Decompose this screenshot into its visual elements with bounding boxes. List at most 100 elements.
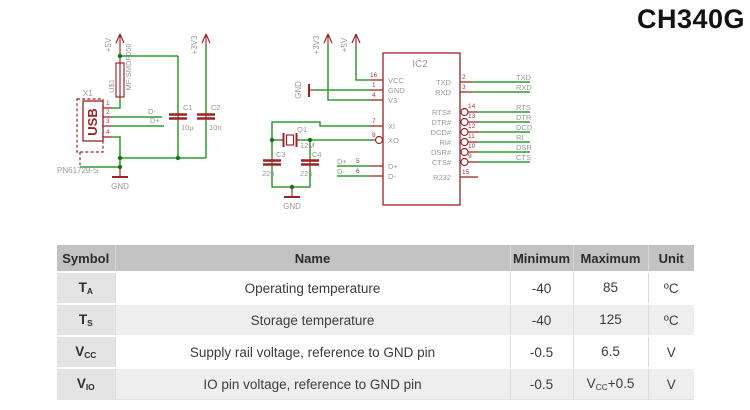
inverter-circle-xo — [374, 135, 384, 145]
name-cell: IO pin voltage, reference to GND pin — [114, 367, 510, 400]
pin8-number: 8 — [372, 132, 376, 139]
gnd-label: GND — [283, 202, 301, 211]
q1-name-label: Q1 — [297, 125, 307, 134]
pin-name-dtr: DTR# — [431, 118, 451, 127]
net-label-dminus: D- — [148, 107, 156, 116]
fuse-u1: U$1 MF-SMDF050 — [107, 43, 133, 99]
table-row: VIO IO pin voltage, reference to GND pin… — [57, 367, 694, 400]
c2-name-label: C2 — [211, 103, 221, 112]
c1-name-label: C1 — [183, 103, 193, 112]
absolute-maximum-ratings-table: Symbol Name Minimum Maximum Unit TA Oper… — [57, 245, 694, 400]
page-title: CH340G — [636, 4, 745, 34]
usb-pin3-number: 3 — [106, 118, 110, 125]
capacitor-c2: C2 10n — [197, 103, 222, 132]
max-cell: 6.5 — [572, 335, 648, 368]
pin11-number: 11 — [468, 133, 475, 140]
c4-name-label: C4 — [312, 150, 322, 159]
pin-name-dcd: DCD# — [431, 128, 452, 137]
capacitor-c4: C4 22p — [300, 150, 322, 178]
table-row: TS Storage temperature -40 125 ºC — [57, 303, 694, 336]
power-3v3-label: +3V3 — [312, 35, 321, 54]
net-label-txd: TXD — [516, 73, 532, 82]
pin-name-rts: RTS# — [432, 108, 452, 117]
ch340g-schematic: +5V U$1 MF-SMDF050 +3V3 C1 10µ C2 — [57, 33, 533, 211]
pin-name-rxd: RXD — [435, 88, 451, 97]
pin-name-v3: V3 — [388, 96, 397, 105]
net-label-dplus: D+ — [337, 157, 347, 166]
name-cell: Supply rail voltage, reference to GND pi… — [114, 335, 510, 368]
pin2-number: 2 — [462, 74, 466, 81]
pin4-number: 4 — [372, 92, 376, 99]
fuse-value-label: MF-SMDF050 — [124, 43, 133, 90]
pin-name-dminus: D- — [388, 172, 396, 181]
symbol-cell: TA — [57, 271, 115, 304]
c2-value-label: 10n — [209, 123, 222, 132]
ic2-name-label: IC2 — [412, 59, 428, 70]
pin16-number: 16 — [370, 72, 378, 79]
max-cell: VCC+0.5 — [572, 367, 648, 400]
unit-cell: V — [647, 335, 694, 368]
power-5v-symbol-left: +5V — [104, 33, 125, 63]
net-label-dminus: D- — [337, 167, 345, 176]
usb-pin2-number: 2 — [106, 109, 110, 116]
pin-name-dsr: DSR# — [431, 148, 452, 157]
net-label-ri: RI — [516, 133, 524, 142]
usb-part-label: PN61729-S — [57, 166, 98, 175]
c4-value-label: 22p — [300, 169, 313, 178]
max-cell: 125 — [572, 303, 648, 336]
pin-name-gnd: GND — [388, 86, 405, 95]
pin10-number: 10 — [468, 143, 476, 150]
usb-section-wires — [80, 46, 207, 170]
gnd-symbol-usb: GND — [111, 167, 129, 191]
col-header-symbol: Symbol — [57, 245, 116, 272]
net-label-rxd: RXD — [516, 83, 532, 92]
net-label-dtr: DTR — [516, 113, 532, 122]
pin12-number: 12 — [468, 123, 476, 130]
pin13-number: 13 — [468, 113, 476, 120]
ic-supply-wires — [313, 46, 370, 101]
c3-name-label: C3 — [276, 150, 286, 159]
col-header-minimum: Minimum — [510, 245, 574, 272]
usb-data-wires-ic: D+ D- — [337, 157, 370, 177]
unit-cell: V — [647, 367, 694, 400]
table-row: VCC Supply rail voltage, reference to GN… — [57, 335, 694, 368]
net-label-dcd: DCD — [516, 123, 533, 132]
table-row: TA Operating temperature -40 85 ºC — [57, 271, 694, 304]
net-label-cts: CTS — [516, 153, 531, 162]
net-label-rts: RTS — [516, 103, 531, 112]
fuse-ref-label: U$1 — [107, 79, 116, 93]
pin7-number: 7 — [372, 118, 376, 125]
name-cell: Operating temperature — [114, 271, 510, 304]
usb-ref-label: X1 — [83, 89, 93, 98]
pin15-number: 15 — [462, 169, 470, 176]
capacitor-c3: C3 22p — [262, 150, 286, 178]
crystal-circuit-wires — [269, 121, 375, 190]
power-5v-label: +5V — [104, 37, 113, 52]
symbol-cell: VIO — [57, 367, 115, 400]
pin14-number: 14 — [468, 103, 476, 110]
pin-name-vcc: VCC — [388, 76, 404, 85]
gnd-label: GND — [111, 182, 129, 191]
max-cell: 85 — [572, 271, 648, 304]
col-header-name: Name — [115, 245, 511, 272]
pin1-number: 1 — [372, 82, 376, 89]
power-5v-label: +5V — [340, 37, 349, 52]
usb-pin1-number: 1 — [106, 100, 110, 107]
min-cell: -40 — [509, 303, 573, 336]
capacitor-c1: C1 10µ — [169, 103, 194, 132]
power-3v3-symbol-left: +3V3 — [190, 33, 211, 54]
c3-value-label: 22p — [262, 169, 275, 178]
power-3v3-symbol-mid: +3V3 — [312, 33, 333, 54]
pin6-number: 6 — [356, 168, 360, 175]
unit-cell: ºC — [647, 271, 694, 304]
usb-connector: USB 1 2 3 4 X1 PN61729-S — [57, 89, 112, 175]
usb-connector-label: USB — [85, 108, 100, 135]
name-cell: Storage temperature — [114, 303, 510, 336]
gnd-symbol-crystal: GND — [283, 187, 301, 211]
gnd-symbol-ic: GND — [294, 81, 313, 99]
crystal-q1: Q1 12M — [281, 125, 315, 150]
pin-name-ri: RI# — [439, 138, 452, 147]
pin9-number: 9 — [468, 153, 472, 160]
pin-name-xi: XI — [388, 122, 395, 131]
power-5v-symbol-mid: +5V — [340, 33, 361, 52]
